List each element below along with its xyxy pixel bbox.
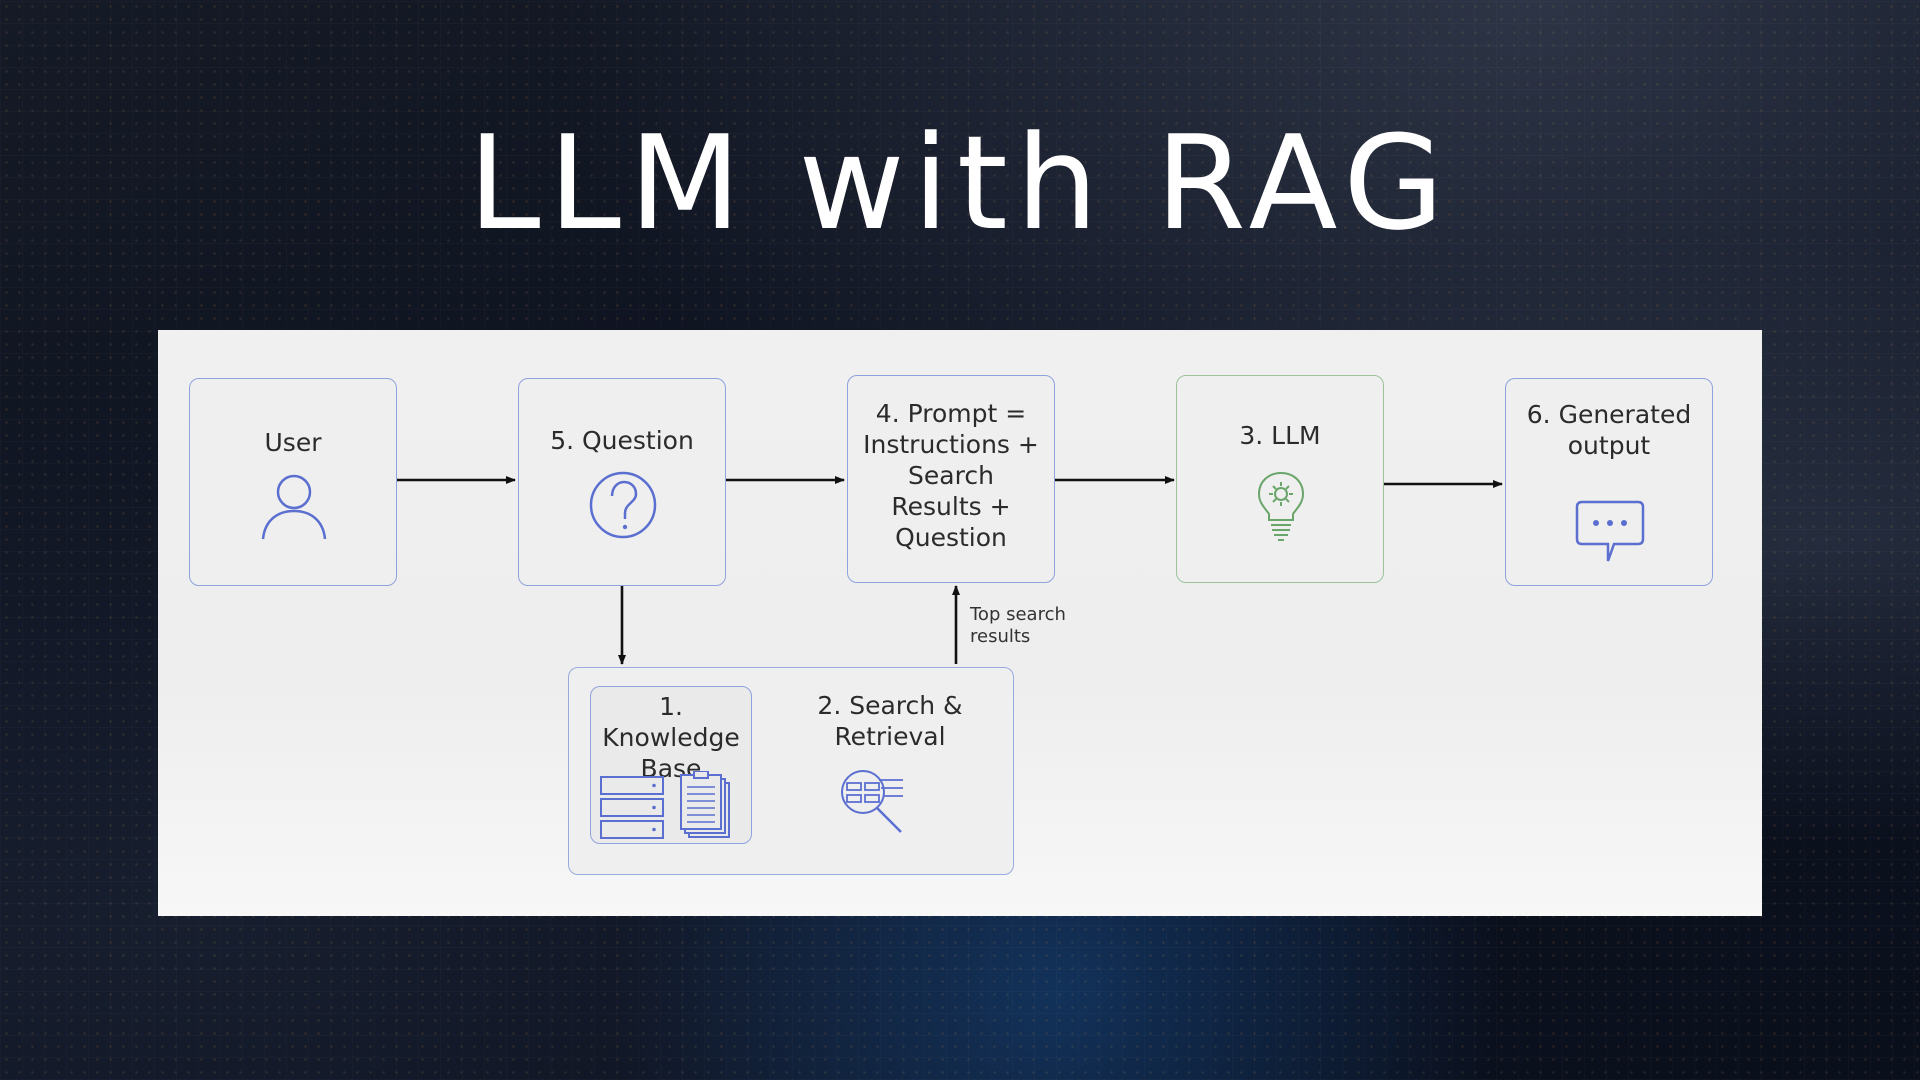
search-globe-icon [841,770,903,833]
database-documents-icon [600,771,730,839]
node-knowledge-base: 1. Knowledge Base [590,686,752,844]
node-llm-label: 3. LLM [1239,421,1321,450]
node-knowledge-base-label: 1. Knowledge Base [602,692,740,783]
node-prompt: 4. Prompt = Instructions + Search Result… [847,375,1055,583]
node-question-label: 5. Question [550,426,694,455]
slide-title: LLM with RAG [468,107,1452,259]
diagram-panel: Top search results User 5. Question 4. P… [158,330,1762,916]
node-prompt-label: 4. Prompt = Instructions + Search Result… [863,399,1039,552]
node-llm: 3. LLM [1176,375,1384,583]
node-user-label: User [264,428,322,457]
edge-label-top-search-results: Top search results [970,604,1066,647]
node-output-label: 6. Generated output [1526,400,1692,460]
lightbulb-gear-icon [1257,471,1305,541]
diagram-edges [397,476,1503,665]
chat-bubble-icon [1575,500,1645,562]
node-user: User [189,378,397,586]
question-icon [589,471,657,539]
node-question: 5. Question [518,378,726,586]
node-search-retrieval-label: 2. Search & Retrieval [817,691,963,751]
user-icon [261,474,327,540]
node-retrieval-group: 1. Knowledge Base 2. Search & Retrieval [568,667,1014,875]
node-generated-output: 6. Generated output [1505,378,1713,586]
